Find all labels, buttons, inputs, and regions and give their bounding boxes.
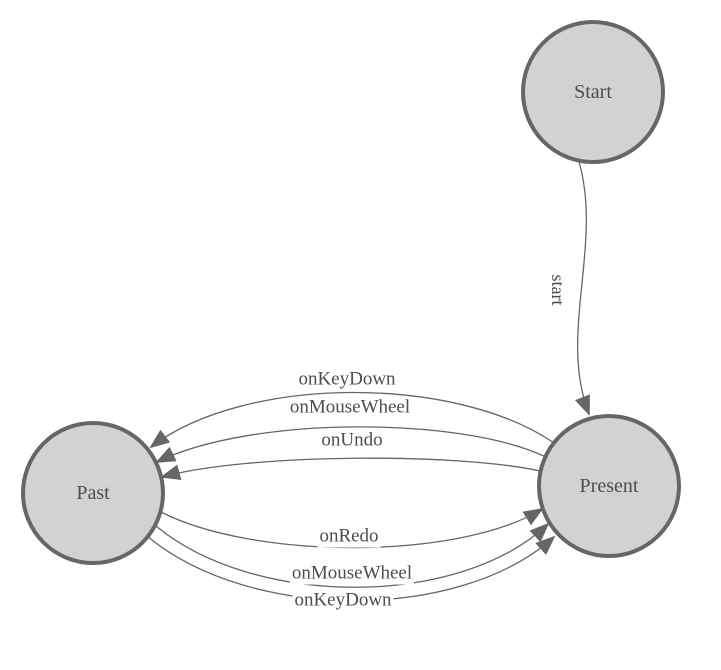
edge-start-to-present <box>574 161 590 416</box>
node-label-present: Present <box>579 475 639 497</box>
edge-label-start: start <box>547 272 568 308</box>
node-label-start: Start <box>574 81 612 103</box>
node-label-past: Past <box>76 482 110 504</box>
edge-label-onkeydown-bottom: onKeyDown <box>292 589 394 612</box>
edge-past-to-present-onredo <box>160 507 544 549</box>
edge-present-to-past-onundo <box>160 457 541 480</box>
edge-label-onredo: onRedo <box>317 525 381 548</box>
edge-present-to-past-onkeydown <box>149 391 555 449</box>
state-node-start[interactable] <box>521 20 665 164</box>
edge-label-onmousewheel-bottom: onMouseWheel <box>289 562 415 585</box>
state-node-past[interactable] <box>21 421 165 565</box>
edge-past-to-present-onmousewheel <box>155 522 550 588</box>
edge-label-onmousewheel-top: onMouseWheel <box>287 396 413 419</box>
edge-present-to-past-onmousewheel <box>155 426 547 463</box>
edge-label-onkeydown-top: onKeyDown <box>296 368 398 391</box>
edge-label-onundo: onUndo <box>319 429 385 452</box>
state-node-present[interactable] <box>537 414 681 558</box>
